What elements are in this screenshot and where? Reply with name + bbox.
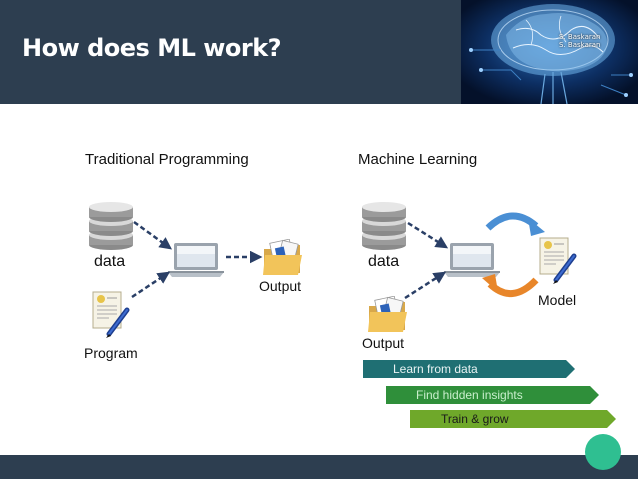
benefit-label-2: Find hidden insights (416, 388, 523, 402)
traditional-program-label: Program (84, 345, 138, 361)
traditional-output-label: Output (259, 278, 302, 294)
benefit-banner-3 (410, 410, 616, 428)
benefit-banner-2 (386, 386, 599, 404)
round-action-button[interactable] (585, 434, 621, 470)
brand-watermark: S. Baskaran S. Baskaran (559, 33, 601, 49)
benefit-label-3: Train & grow (441, 412, 509, 426)
slide-title: How does ML work? (22, 34, 282, 62)
slide-footer (0, 455, 638, 479)
cycle-arrow-icon (482, 212, 545, 297)
traditional-heading: Traditional Programming (85, 151, 249, 168)
ml-model-label: Model (538, 292, 577, 308)
benefit-banner-1 (363, 360, 575, 378)
brain-image: S. Baskaran S. Baskaran (461, 0, 638, 104)
ml-heading: Machine Learning (358, 151, 478, 168)
ml-output-label: Output (362, 335, 405, 351)
ml-data-label: data (368, 253, 400, 270)
benefit-label-1: Learn from data (393, 362, 478, 376)
traditional-data-label: data (94, 253, 126, 270)
